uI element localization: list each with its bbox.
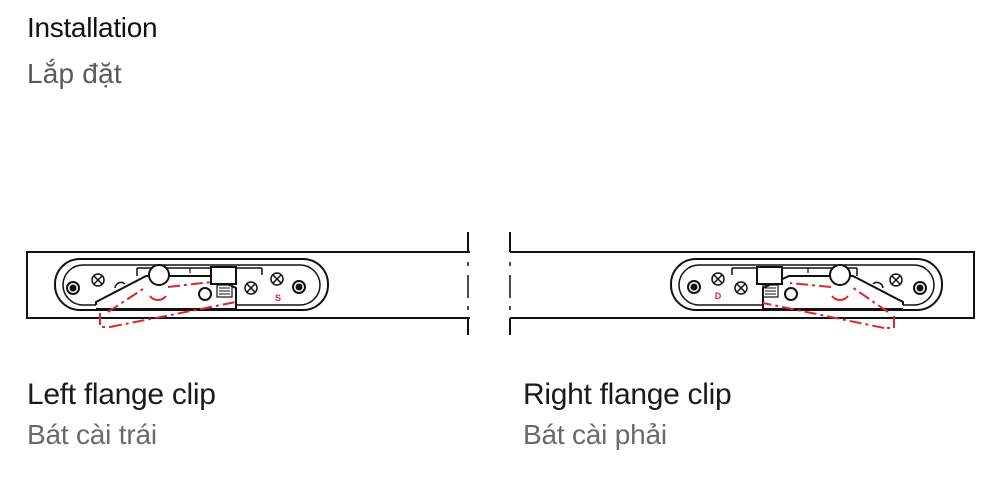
installation-diagram: S D <box>26 232 975 335</box>
screw-icon <box>889 273 903 287</box>
screw-icon <box>711 272 725 286</box>
screw-icon <box>270 272 284 286</box>
left-clip-caption-vi: Bát cài trái <box>27 419 157 450</box>
left-flange-clip-drawing <box>54 258 329 311</box>
right-clip-caption-vi: Bát cài phải <box>523 419 667 450</box>
left-rail <box>26 232 470 335</box>
right-clip-caption: Right flange clip <box>523 378 732 411</box>
screw-icon <box>244 281 258 295</box>
screw-icon <box>734 281 748 295</box>
right-rail <box>509 232 975 335</box>
left-clip-marker: S <box>275 293 281 303</box>
page-subtitle: Lắp đặt <box>27 58 122 89</box>
left-clip-open-position <box>99 281 237 328</box>
right-clip-marker: D <box>715 291 722 301</box>
right-clip-open-position <box>762 282 895 329</box>
left-clip-caption: Left flange clip <box>27 378 216 411</box>
screw-icon <box>91 273 105 287</box>
page-title: Installation <box>27 12 158 43</box>
